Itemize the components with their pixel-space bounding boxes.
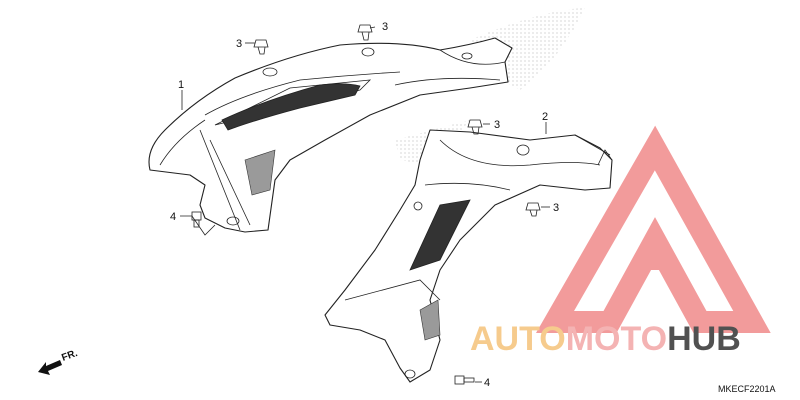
watermark: AUTOMOTOHUB	[470, 125, 771, 358]
bolt-4-left	[191, 211, 202, 228]
callout-1: 1	[178, 79, 184, 91]
callout-3-top: 3	[382, 21, 388, 33]
watermark-text-auto: AUTO	[470, 320, 566, 358]
arrow-icon	[38, 360, 62, 375]
front-direction-indicator: FR.	[38, 348, 79, 375]
callout-3-right: 3	[553, 202, 559, 214]
watermark-text-hub: HUB	[667, 320, 741, 358]
callout-4-bottom: 4	[484, 377, 490, 389]
watermark-text-moto: MOTO	[566, 320, 667, 358]
clip-3-right	[525, 202, 541, 217]
clip-3-top	[357, 24, 373, 41]
callout-2: 2	[542, 111, 548, 123]
callout-3-left: 3	[236, 38, 242, 50]
clip-3-left	[253, 39, 269, 55]
part-1-shroud	[148, 37, 513, 233]
svg-text:AUTOMOTOHUB: AUTOMOTOHUB	[470, 320, 741, 358]
part-2-shroud	[324, 129, 613, 383]
clip-3-middle	[467, 119, 483, 135]
front-label: FR.	[60, 348, 79, 364]
watermark-triangle-icon	[535, 125, 771, 333]
bolt-4-bottom	[454, 375, 475, 385]
callout-3-middle: 3	[494, 119, 500, 131]
leader-lines	[180, 26, 550, 383]
watermark-inner-triangle	[640, 245, 670, 270]
callout-4-left: 4	[170, 211, 176, 223]
diagram-code: MKECF2201A	[718, 384, 776, 394]
